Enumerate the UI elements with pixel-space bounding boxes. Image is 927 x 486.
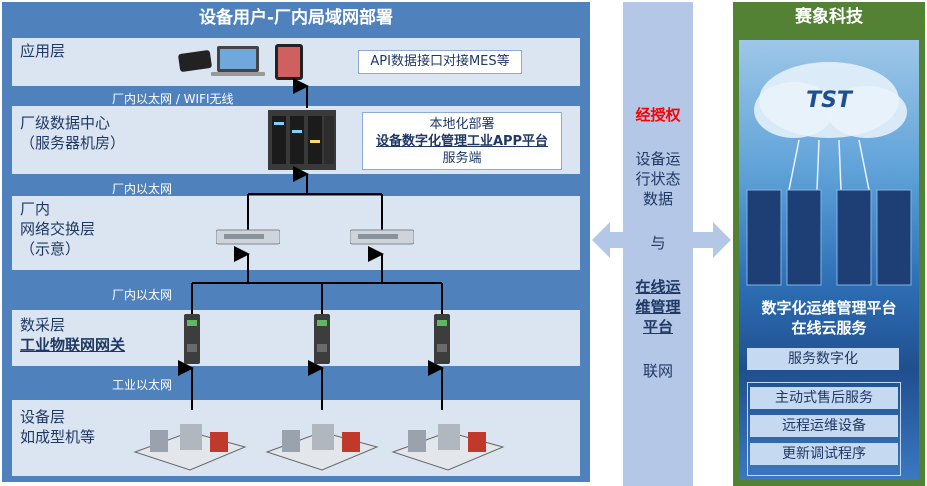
network-switch-icon [216,229,280,245]
connection-lines [178,78,444,410]
data-center-layer: 厂级数据中心 （服务器机房） 本地化部署 设备数字化管理工业APP平台 服务端 [12,106,580,174]
layer-label: 应用层 [20,42,66,60]
layer-label: 设备层 [20,408,66,426]
layer-label: 数采层 [20,316,66,334]
data-label: 数据 [642,190,673,208]
link-label: 厂内以太网 [112,288,173,302]
company-title: 赛象科技 [795,7,863,27]
link-label: 厂内以太网 / WIFI无线 [112,92,234,106]
arrow-left-icon [592,222,624,258]
data-label: 行状态 [635,170,681,188]
iot-gateway-icon [434,314,450,364]
layer-label-sub: （示意） [20,240,81,258]
network-switch-layer: 厂内 网络交换层 （示意） [12,196,580,270]
service-item: 更新调试程序 [750,443,898,465]
layer-label: 厂内 [20,200,51,218]
service-digital-header: 服务数字化 [747,348,899,370]
layer-label-sub: 如成型机等 [20,428,96,446]
service-item: 远程运维设备 [750,415,898,437]
network-label: 联网 [642,362,673,380]
services-list: 主动式售后服务 远程运维设备 更新调试程序 [747,382,901,476]
platform-label: 维管理 [635,298,681,316]
api-interface-box: API数据接口对接MES等 [358,50,522,74]
authorization-column: 经授权 设备运 行状态 数据 与 在线运 维管理 平台 联网 [623,2,693,486]
iot-gateway-icon [314,314,330,364]
panel-title: 设备用户-厂内局域网部署 [198,8,394,28]
cloud-platform-area: TST 数字化运维管理平台 在线云服务 服务数字化 主动式售后服务 远程运维设备… [739,40,919,480]
layer-label-sub: 网络交换层 [20,220,96,238]
iot-gateway-icon [184,314,200,364]
box-line-bold: 设备数字化管理工业APP平台 [375,134,549,149]
cloud-service-panel: 赛象科技 TST 数字化运维管理平台 在线云服务 服务数字化 主动式售后服务 远… [733,2,925,486]
arrow-right-icon [693,222,731,258]
link-label: 厂内以太网 [112,182,173,196]
gateway-label: 工业物联网网关 [20,336,126,354]
service-item: 主动式售后服务 [750,387,898,409]
platform-label: 在线运 [635,278,681,296]
platform-label: 平台 [642,318,673,336]
authorized-label: 经授权 [635,106,681,124]
box-line: 服务端 [442,151,482,166]
devices-icon [178,44,303,80]
molding-machine-icon [265,424,379,471]
server-room-icon [268,110,336,170]
tst-logo: TST [806,88,852,113]
molding-machine-icon [391,424,505,471]
link-label: 工业以太网 [112,378,173,392]
application-layer: 应用层 API数据接口对接MES等 [12,38,580,86]
factory-lan-panel: 设备用户-厂内局域网部署 应用层 API数据接口对接MES等 厂级数据中心 （服… [2,2,590,482]
box-line: 本地化部署 [429,117,495,132]
molding-machine-icon [133,424,247,471]
platform-title: 数字化运维管理平台 [761,299,897,317]
local-platform-box: 本地化部署 设备数字化管理工业APP平台 服务端 [362,112,562,170]
daq-layer: 数采层 工业物联网网关 [12,310,580,366]
and-label: 与 [650,234,666,252]
network-switch-icon [350,229,414,245]
layer-label-sub: （服务器机房） [20,134,126,152]
data-label: 设备运 [635,150,681,168]
layer-label: 厂级数据中心 [20,114,111,132]
cloud-datacenter-icon [746,62,912,286]
platform-subtitle: 在线云服务 [791,319,867,337]
